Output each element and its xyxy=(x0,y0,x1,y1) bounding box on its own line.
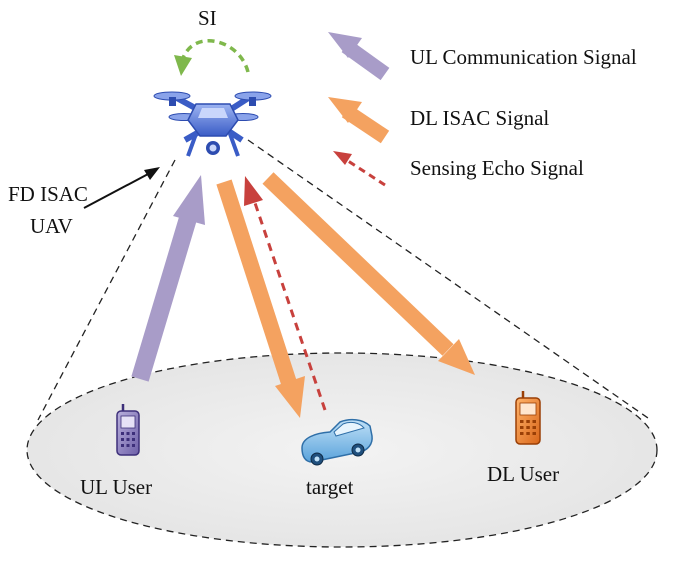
self-interference-arrow xyxy=(174,39,250,76)
dl-user-label: DL User xyxy=(487,462,559,486)
dl-isac-arrow-dl-user xyxy=(262,172,475,375)
uav-label-line2: UAV xyxy=(30,214,73,238)
legend-dl-label: DL ISAC Signal xyxy=(410,106,549,130)
coverage-boundary-right xyxy=(247,139,649,419)
legend-dl-arrow-icon xyxy=(328,97,390,144)
ul-communication-arrow xyxy=(131,175,205,382)
si-label: SI xyxy=(198,6,217,30)
legend-echo-arrow-icon xyxy=(333,151,386,187)
legend: UL Communication Signal DL ISAC Signal S… xyxy=(328,32,637,187)
uav-label-line1: FD ISAC xyxy=(8,182,88,206)
ul-user-phone-icon xyxy=(116,404,140,456)
dl-isac-arrow-target xyxy=(216,179,305,418)
legend-ul-label: UL Communication Signal xyxy=(410,45,637,69)
target-car-icon xyxy=(301,418,373,466)
ul-user-label: UL User xyxy=(80,475,152,499)
sensing-echo-arrow xyxy=(244,176,327,411)
uav-pointer-arrow xyxy=(83,167,160,209)
legend-echo-label: Sensing Echo Signal xyxy=(410,156,584,180)
dl-user-phone-icon xyxy=(515,391,541,445)
legend-ul-arrow-icon xyxy=(328,32,390,81)
target-label: target xyxy=(306,475,354,499)
uav-drone-icon xyxy=(153,91,272,157)
coverage-boundary-left xyxy=(37,159,176,421)
